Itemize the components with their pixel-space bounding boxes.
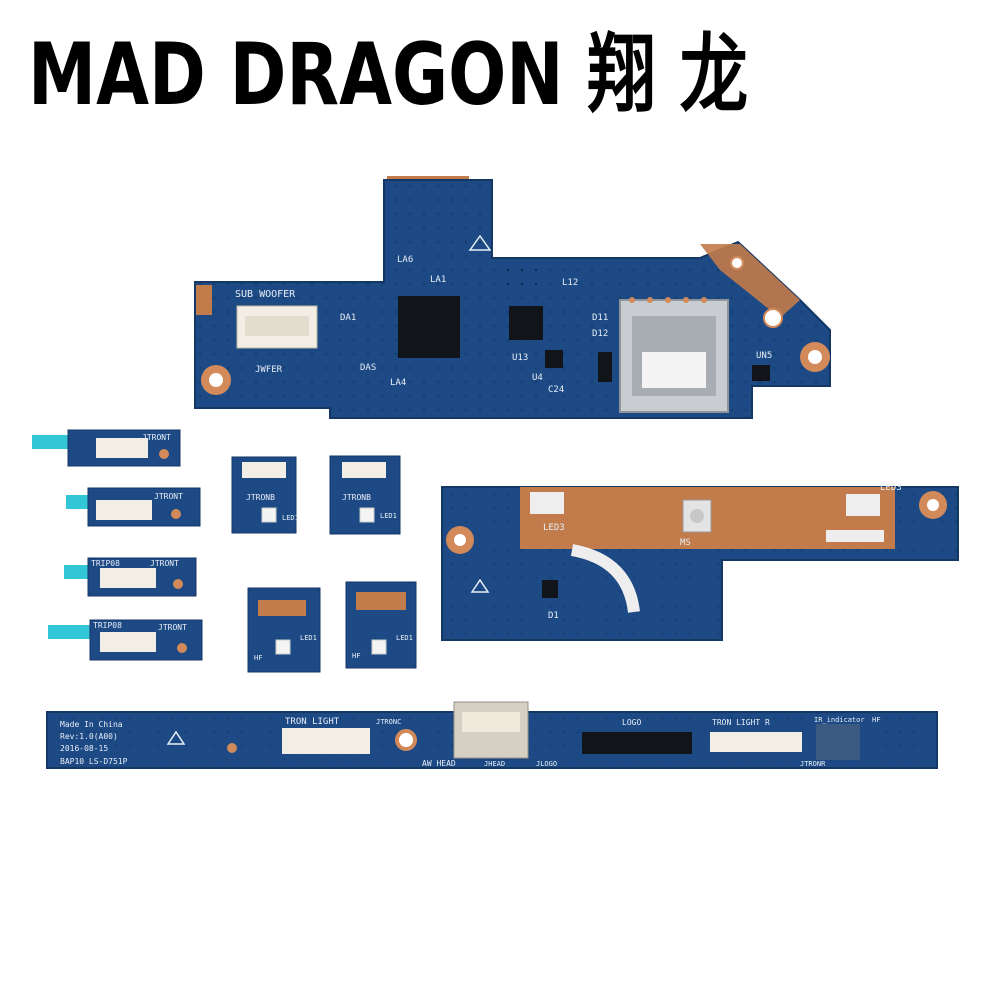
jtront-label-4: JTRONT (158, 623, 187, 632)
logo-label: LOGO (622, 718, 641, 727)
d11-label: D11 (592, 313, 608, 323)
jtronb-label-1: JTRONB (246, 493, 275, 502)
logo-connector (582, 732, 692, 754)
ms-label: MS (680, 538, 691, 548)
made-in-label: Made In China (60, 720, 123, 729)
jtront-label-1: JTRONT (142, 433, 171, 442)
das-label: DAS (360, 363, 376, 373)
led-board-4: HF LED1 (345, 581, 417, 669)
tron-light-r-label: TRON LIGHT R (712, 718, 770, 727)
hf-label-led3: HF (254, 654, 262, 662)
model-label: BAP10 LS-D751P (60, 757, 128, 766)
led1-label-3: LED1 (300, 634, 317, 642)
aw-head-label: AW HEAD (422, 759, 456, 768)
rev-label: Rev:1.0(A00) (60, 732, 118, 741)
led3-label-right: LED3 (880, 483, 902, 493)
button-board: LED3 LED3 D1 MS (441, 483, 959, 641)
led-board-2: JTRONB LED1 (329, 455, 401, 535)
io-copper-corner (700, 244, 800, 318)
l12-label: L12 (562, 278, 578, 288)
d12-label: D12 (592, 329, 608, 339)
c24-label: C24 (548, 385, 564, 395)
long-board: Made In China Rev:1.0(A00) 2016-08-15 BA… (46, 701, 938, 769)
trip08-label-2: TRIP08 (93, 621, 122, 630)
date-label: 2016-08-15 (60, 744, 108, 753)
jlogo-label: JLOGO (536, 760, 557, 768)
small-board-4: TRIP08 JTRONT (48, 619, 203, 661)
tron-light-connector (282, 728, 370, 754)
led-board-1: JTRONB LED1 (231, 456, 299, 534)
jtront-label-2: JTRONT (154, 492, 183, 501)
sub-woofer-label: SUB WOOFER (235, 289, 296, 300)
led1-label-1: LED1 (282, 514, 299, 522)
trip08-label-1: TRIP08 (91, 559, 120, 568)
la6-label: LA6 (397, 255, 413, 265)
jtronb-label-2: JTRONB (342, 493, 371, 502)
ir-indicator-label: IR_indicator (814, 716, 865, 724)
tron-light-r-connector (710, 732, 802, 752)
d1-label: D1 (548, 611, 559, 621)
hf-label-led4: HF (352, 652, 360, 660)
led-board-3: HF LED1 (247, 587, 321, 673)
small-board-3: TRIP08 JTRONT (64, 557, 197, 597)
da1-label: DA1 (340, 313, 356, 323)
audio-codec-chip (398, 296, 460, 358)
small-board-1: JTRONT (32, 429, 181, 467)
brand-wordmark-text: MAD DRAGON 翔 龙 (28, 25, 748, 122)
io-board: SUB WOOFER JWFER DAS DA1 LA4 LA6 LA1 U4 … (194, 176, 831, 419)
led1-label-4: LED1 (396, 634, 413, 642)
u4-label: U4 (532, 373, 543, 383)
la4-label: LA4 (390, 378, 406, 388)
secondary-chip (509, 306, 543, 340)
jwfer-label: JWFER (255, 365, 283, 375)
un5-label: UN5 (756, 351, 772, 361)
la1-label: LA1 (430, 275, 446, 285)
u13-label: U13 (512, 353, 528, 363)
small-board-2: JTRONT (66, 487, 201, 527)
jtronc-label: JTRONC (376, 718, 401, 726)
led3-label-left: LED3 (543, 523, 565, 533)
jtronr-label: JTRONR (800, 760, 826, 768)
jtront-label-3: JTRONT (150, 559, 179, 568)
hf-label-long: HF (872, 716, 880, 724)
led1-label-2: LED1 (380, 512, 397, 520)
tron-light-label: TRON LIGHT (285, 717, 340, 727)
brand-wordmark: MAD DRAGON 翔 龙 (28, 25, 748, 122)
jhead-label: JHEAD (484, 760, 505, 768)
